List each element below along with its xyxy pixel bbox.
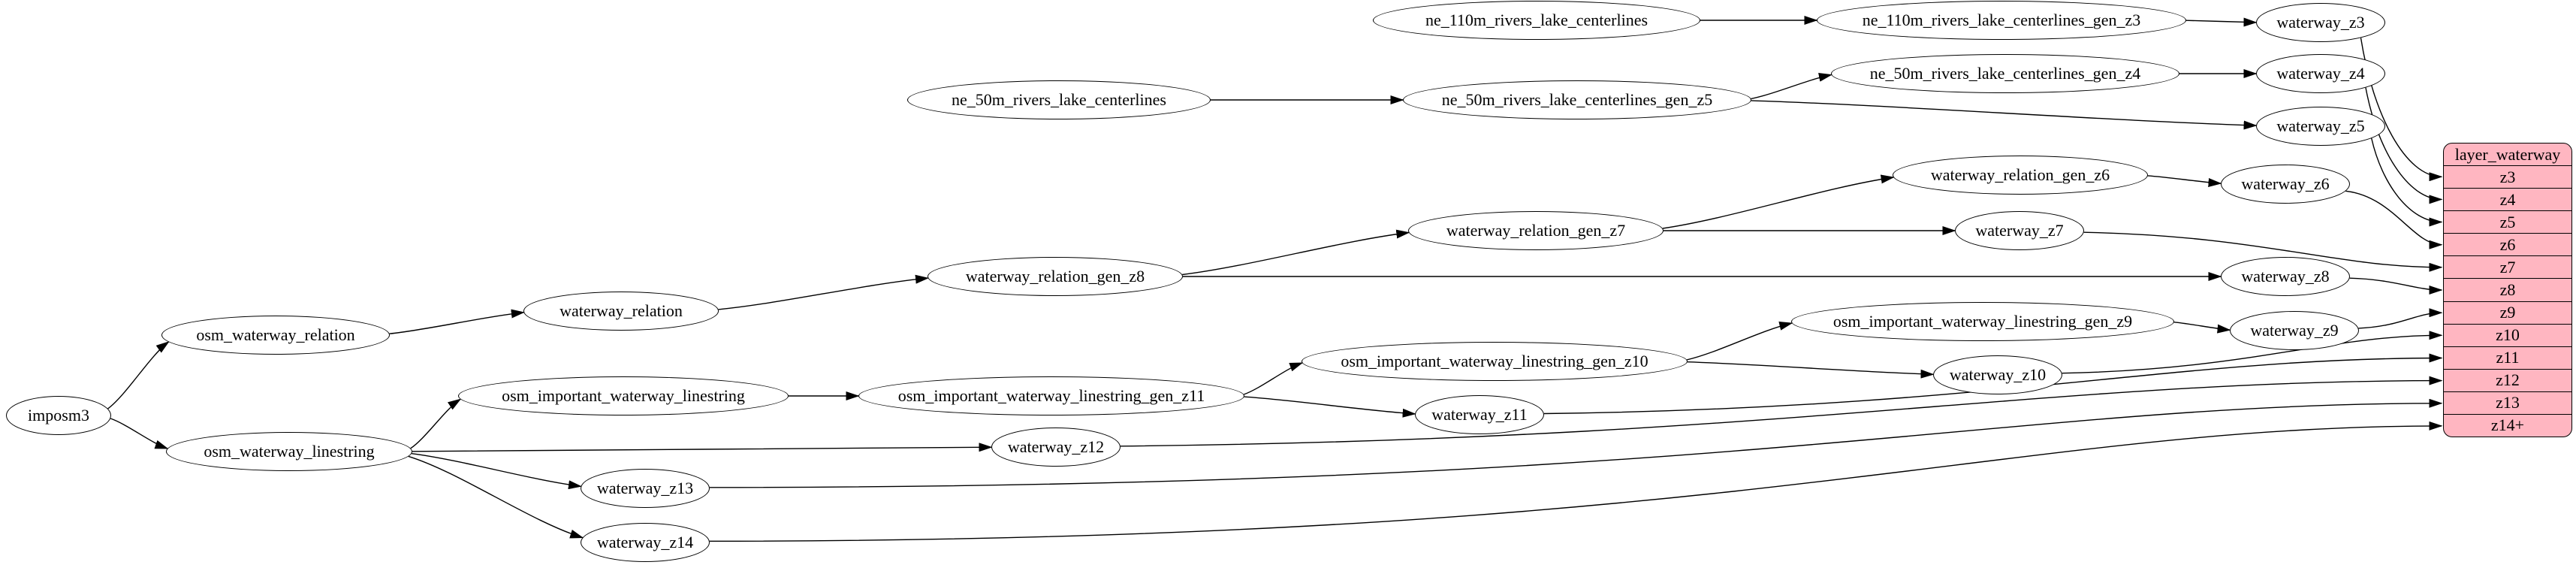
edge-waterway_relation-to-waterway_relation_gen_z8 — [718, 274, 929, 310]
node-waterway_relation_gen_z8: waterway_relation_gen_z8 — [928, 257, 1183, 296]
node-waterway_z7: waterway_z7 — [1955, 211, 2084, 250]
edge-waterway_z8-to-layer_waterway-z8 — [2349, 277, 2443, 295]
edge-waterway_z14-to-layer_waterway-z14plus — [709, 421, 2443, 542]
edge-osm_waterway_linestring-to-waterway_z14 — [408, 455, 584, 539]
node-ne_110m_rivers_lake_centerlines: ne_110m_rivers_lake_centerlines — [1373, 1, 1700, 40]
node-ne_50m_rivers_lake_centerlines_gen_z4: ne_50m_rivers_lake_centerlines_gen_z4 — [1831, 54, 2179, 93]
node-osm_important_waterway_linestring_gen_z10: osm_important_waterway_linestring_gen_z1… — [1302, 342, 1688, 381]
edge-osm_important_waterway_linestring_gen_z11-to-waterway_z11 — [1244, 396, 1416, 418]
node-imposm3: imposm3 — [6, 396, 111, 435]
edge-osm_important_waterway_linestring_gen_z10-to-osm_important_waterway_linestring_gen_z9 — [1686, 322, 1793, 361]
edge-waterway_z10-to-layer_waterway-z10 — [2062, 331, 2443, 374]
edge-waterway_z3-to-layer_waterway-z3 — [2360, 38, 2443, 182]
record-row-z11: z11 — [2444, 346, 2571, 369]
node-osm_important_waterway_linestring_gen_z9: osm_important_waterway_linestring_gen_z9 — [1791, 302, 2174, 341]
node-waterway_relation_gen_z7: waterway_relation_gen_z7 — [1408, 211, 1664, 250]
node-waterway_z14: waterway_z14 — [581, 523, 710, 562]
edge-imposm3-to-osm_waterway_relation — [107, 341, 170, 409]
edge-ne_50m_rivers_lake_centerlines_gen_z5-to-ne_50m_rivers_lake_centerlines_gen_z4 — [1751, 72, 1832, 100]
node-waterway_z8: waterway_z8 — [2221, 257, 2350, 296]
edge-waterway_z11-to-layer_waterway-z11 — [1543, 353, 2443, 415]
node-osm_important_waterway_linestring: osm_important_waterway_linestring — [458, 376, 789, 415]
record-row-z14plus: z14+ — [2444, 413, 2571, 437]
record-title: layer_waterway — [2454, 144, 2561, 164]
node-waterway_z12: waterway_z12 — [991, 428, 1121, 467]
edge-group — [107, 16, 2443, 542]
record-row-z7: z7 — [2444, 255, 2571, 278]
node-osm_waterway_relation: osm_waterway_relation — [161, 316, 390, 355]
edge-waterway_z6-to-layer_waterway-z6 — [2345, 190, 2443, 249]
node-osm_important_waterway_linestring_gen_z11: osm_important_waterway_linestring_gen_z1… — [858, 376, 1244, 415]
edge-osm_important_waterway_linestring_gen_z9-to-waterway_z9 — [2173, 322, 2231, 334]
record-row-z8: z8 — [2444, 278, 2571, 301]
edge-ne_50m_rivers_lake_centerlines_gen_z5-to-waterway_z5 — [1751, 100, 2258, 130]
edge-waterway_z9-to-layer_waterway-z9 — [2358, 308, 2443, 329]
edge-osm_waterway_relation-to-waterway_relation — [389, 309, 525, 334]
record-row-z3: z3 — [2444, 165, 2571, 188]
node-waterway_z4: waterway_z4 — [2256, 54, 2385, 93]
record-row-z9: z9 — [2444, 301, 2571, 324]
edge-osm_waterway_linestring-to-osm_important_waterway_linestring — [410, 398, 462, 449]
node-waterway_z11: waterway_z11 — [1415, 395, 1544, 434]
edge-ne_110m_rivers_lake_centerlines_gen_z3-to-waterway_z3 — [2185, 17, 2258, 27]
edge-waterway_z4-to-layer_waterway-z4 — [2365, 87, 2443, 204]
edge-waterway_z12-to-layer_waterway-z12 — [1120, 376, 2443, 447]
node-waterway_relation: waterway_relation — [523, 292, 719, 331]
node-osm_waterway_linestring: osm_waterway_linestring — [166, 432, 412, 471]
edge-waterway_relation_gen_z6-to-waterway_z6 — [2147, 175, 2222, 187]
edge-osm_important_waterway_linestring_gen_z10-to-waterway_z10 — [1687, 361, 1935, 379]
edge-waterway_relation_gen_z8-to-waterway_relation_gen_z7 — [1182, 229, 1410, 276]
node-waterway_z3: waterway_z3 — [2256, 3, 2385, 42]
edge-osm_waterway_linestring-to-waterway_z13 — [412, 453, 582, 490]
node-waterway_z13: waterway_z13 — [581, 469, 710, 508]
edge-waterway_relation_gen_z7-to-waterway_relation_gen_z6 — [1662, 174, 1895, 229]
edge-waterway_z7-to-layer_waterway-z7 — [2083, 231, 2443, 272]
record-row-z10: z10 — [2444, 323, 2571, 346]
edge-waterway_z5-to-layer_waterway-z5 — [2371, 137, 2443, 227]
node-ne_50m_rivers_lake_centerlines: ne_50m_rivers_lake_centerlines — [907, 80, 1211, 119]
node-waterway_z5: waterway_z5 — [2256, 107, 2385, 146]
edge-imposm3-to-osm_waterway_linestring — [110, 418, 169, 449]
record-row-z4: z4 — [2444, 188, 2571, 210]
node-waterway_relation_gen_z6: waterway_relation_gen_z6 — [1893, 156, 2148, 195]
record-row-z12: z12 — [2444, 368, 2571, 391]
node-ne_50m_rivers_lake_centerlines_gen_z5: ne_50m_rivers_lake_centerlines_gen_z5 — [1403, 80, 1751, 119]
edge-waterway_z13-to-layer_waterway-z13 — [709, 398, 2443, 488]
edge-osm_waterway_linestring-to-waterway_z12 — [412, 443, 993, 452]
record-row-z5: z5 — [2444, 210, 2571, 233]
record-row-z6: z6 — [2444, 233, 2571, 255]
record-row-z13: z13 — [2444, 391, 2571, 414]
node-waterway_z10: waterway_z10 — [1933, 355, 2062, 394]
edge-osm_important_waterway_linestring_gen_z11-to-osm_important_waterway_linestring_gen_z10 — [1243, 362, 1304, 395]
node-waterway_z9: waterway_z9 — [2230, 311, 2359, 350]
node-waterway_z6: waterway_z6 — [2221, 165, 2350, 204]
node-ne_110m_rivers_lake_centerlines_gen_z3: ne_110m_rivers_lake_centerlines_gen_z3 — [1817, 1, 2186, 40]
